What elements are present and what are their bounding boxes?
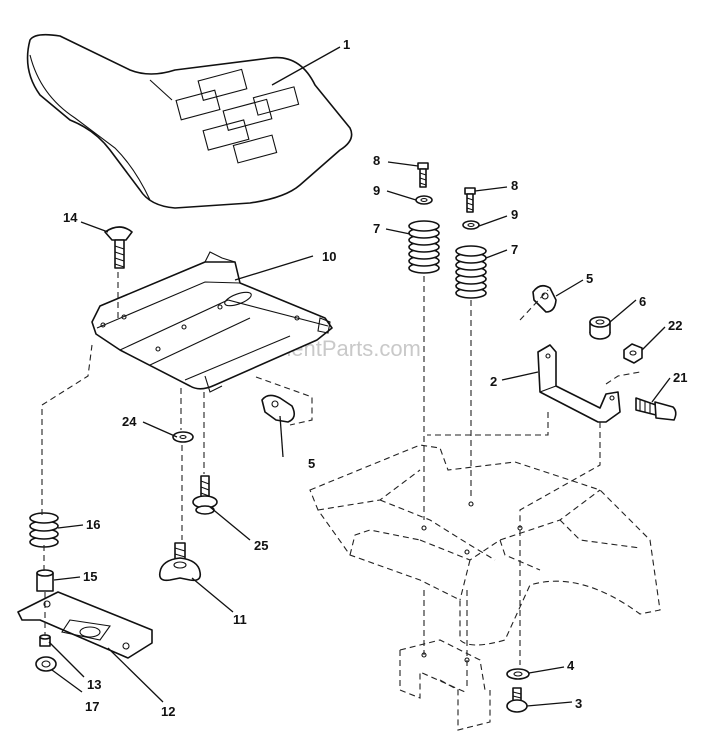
- spring-7-right: [455, 245, 487, 299]
- washer-24: [172, 431, 194, 443]
- callout-8-left: 8: [373, 153, 380, 168]
- callout-9-left: 9: [373, 183, 380, 198]
- callout-6: 6: [639, 294, 646, 309]
- callout-24: 24: [122, 414, 137, 429]
- nut-22: [623, 343, 643, 364]
- callout-13: 13: [87, 677, 101, 692]
- callout-7-right: 7: [511, 242, 518, 257]
- knob-5-left: [255, 376, 313, 426]
- callout-12: 12: [161, 704, 175, 719]
- callout-1: 1: [343, 37, 350, 52]
- callout-21: 21: [673, 370, 687, 385]
- callout-4: 4: [567, 658, 575, 673]
- spring-7-left: [408, 220, 440, 274]
- seat-pan: [91, 251, 333, 393]
- nut-17: [35, 656, 57, 672]
- bolt-21: [635, 397, 677, 421]
- seat: [26, 33, 353, 209]
- nut-6: [589, 316, 611, 340]
- callout-15: 15: [83, 569, 97, 584]
- part-13: [39, 634, 51, 647]
- knob-5-right: [532, 284, 557, 313]
- callout-10: 10: [322, 249, 336, 264]
- callout-25: 25: [254, 538, 268, 553]
- callout-2: 2: [490, 374, 497, 389]
- tractor-frame: [309, 444, 661, 731]
- callout-14: 14: [63, 210, 78, 225]
- slide-plate-12: [17, 591, 153, 659]
- spring-16: [29, 512, 59, 548]
- knob-11: [158, 542, 202, 582]
- washer-4: [506, 668, 530, 680]
- washer-9-left: [415, 195, 433, 205]
- callout-8-right: 8: [511, 178, 518, 193]
- bracket-2: [537, 344, 621, 423]
- screw-3: [506, 687, 528, 713]
- callout-9-right: 9: [511, 207, 518, 222]
- callout-17: 17: [85, 699, 99, 714]
- bolt-25: [192, 475, 218, 515]
- callout-22: 22: [668, 318, 682, 333]
- callout-16: 16: [86, 517, 100, 532]
- spacer-15: [36, 569, 54, 592]
- callout-7-left: 7: [373, 221, 380, 236]
- bolt-8-left: [417, 162, 429, 188]
- callout-11: 11: [233, 612, 247, 627]
- bolt-14: [104, 226, 133, 269]
- callout-3: 3: [575, 696, 582, 711]
- bolt-8-right: [464, 187, 476, 213]
- callout-5-left: 5: [308, 456, 315, 471]
- washer-9-right: [462, 220, 480, 230]
- callout-5-right: 5: [586, 271, 593, 286]
